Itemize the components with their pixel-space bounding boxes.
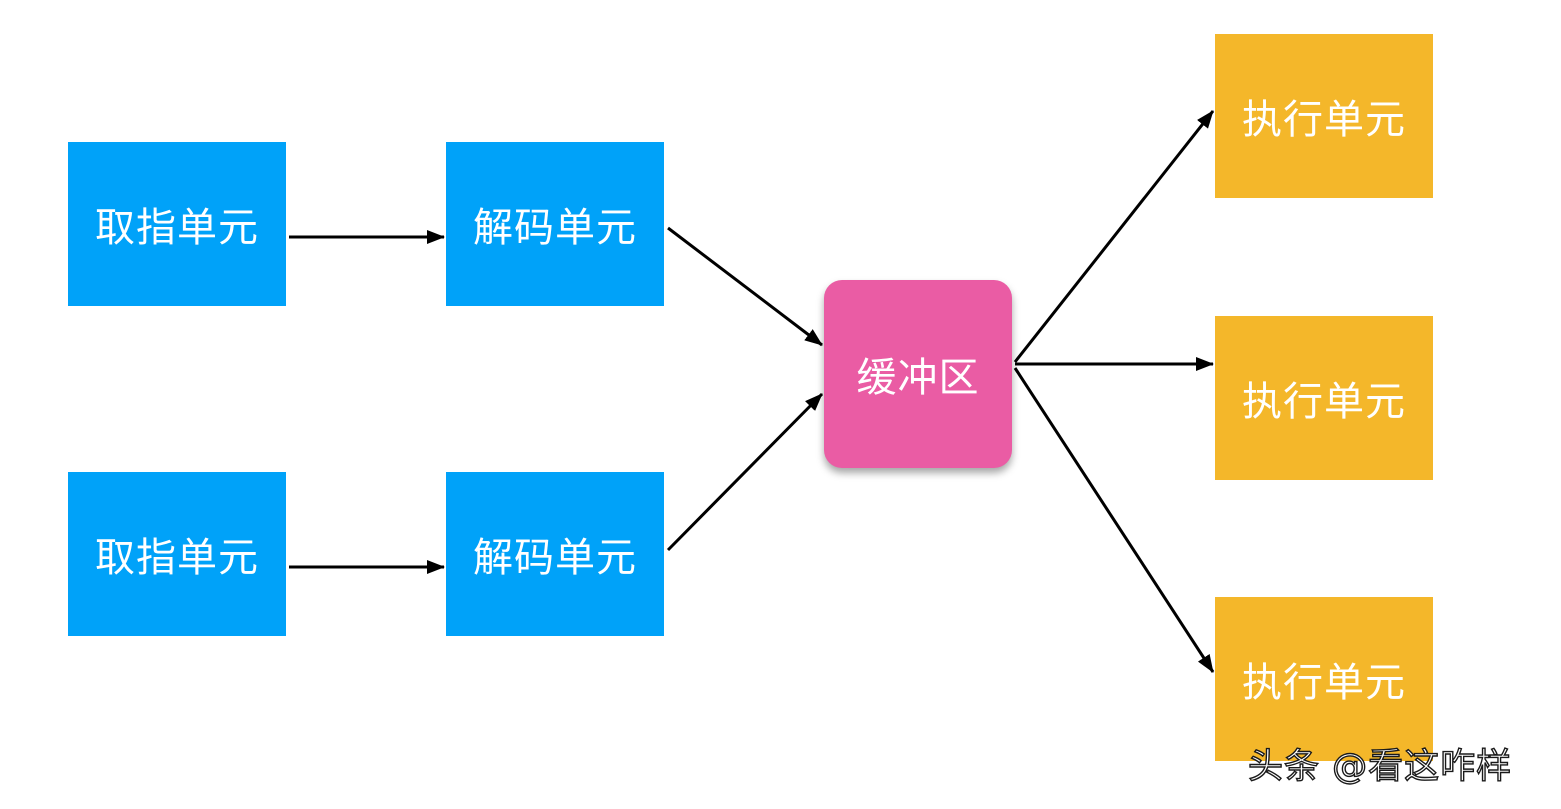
arrow-decode-1-to-buffer — [667, 226, 823, 347]
execution-unit-2: 执行单元 — [1215, 316, 1433, 480]
fetch-unit-1-label: 取指单元 — [95, 205, 259, 251]
arrow-buffer-to-exec-3 — [1013, 367, 1215, 673]
watermark-text: 头条 @看这咋样 — [1247, 746, 1513, 787]
fetch-unit-2: 取指单元 — [68, 472, 286, 636]
decode-unit-1-label: 解码单元 — [473, 205, 637, 251]
fetch-unit-2-label: 取指单元 — [95, 535, 259, 581]
execution-unit-3-label: 执行单元 — [1242, 660, 1406, 706]
decode-unit-1: 解码单元 — [446, 142, 664, 306]
arrow-decode-2-to-buffer — [666, 392, 824, 552]
decode-unit-2-label: 解码单元 — [473, 535, 637, 581]
arrow-buffer-to-exec-1 — [1013, 110, 1215, 363]
execution-unit-1: 执行单元 — [1215, 34, 1433, 198]
buffer-label: 缓冲区 — [856, 355, 980, 401]
execution-unit-3: 执行单元 — [1215, 597, 1433, 761]
decode-unit-2: 解码单元 — [446, 472, 664, 636]
execution-unit-2-label: 执行单元 — [1242, 379, 1406, 425]
buffer-node: 缓冲区 — [824, 280, 1012, 468]
fetch-unit-1: 取指单元 — [68, 142, 286, 306]
execution-unit-1-label: 执行单元 — [1242, 97, 1406, 143]
